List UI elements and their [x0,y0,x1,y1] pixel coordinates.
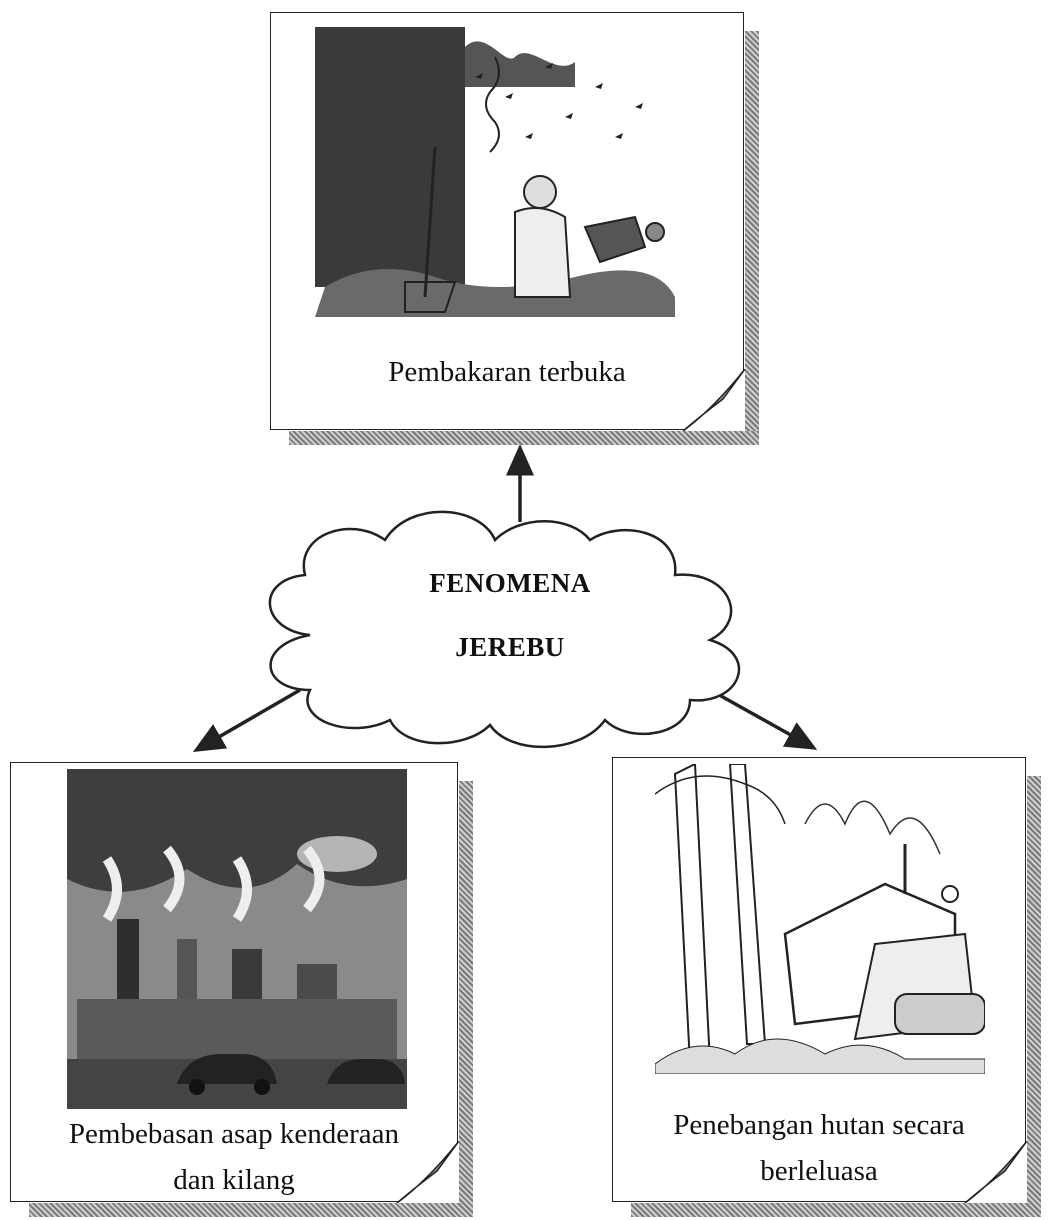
factory-smoke-illustration [67,769,407,1109]
page-curl-icon [965,1141,1027,1203]
card-factory-smoke: Pembebasan asap kenderaan dan kilang [10,762,473,1217]
deforestation-illustration [655,764,985,1074]
page-curl-icon [683,369,745,431]
cloud-fenomena-jerebu: FENOMENA JEREBU [220,480,800,780]
center-title-line1: FENOMENA [429,568,591,598]
open-burning-illustration [315,27,675,317]
card-deforestation: Penebangan hutan secara berleluasa [612,757,1041,1217]
cloud-shape [268,510,741,749]
page-curl-icon [397,1141,459,1203]
caption-factory-smoke: Pembebasan asap kenderaan dan kilang [68,1118,400,1196]
center-title-line2: JEREBU [455,632,565,662]
caption-open-burning: Pembakaran terbuka [388,356,626,388]
arrow-to-left [192,688,301,753]
card-open-burning: Pembakaran terbuka [270,12,759,445]
arrow-to-right [704,685,818,750]
caption-deforestation: Penebangan hutan secara berleluasa [673,1109,965,1187]
